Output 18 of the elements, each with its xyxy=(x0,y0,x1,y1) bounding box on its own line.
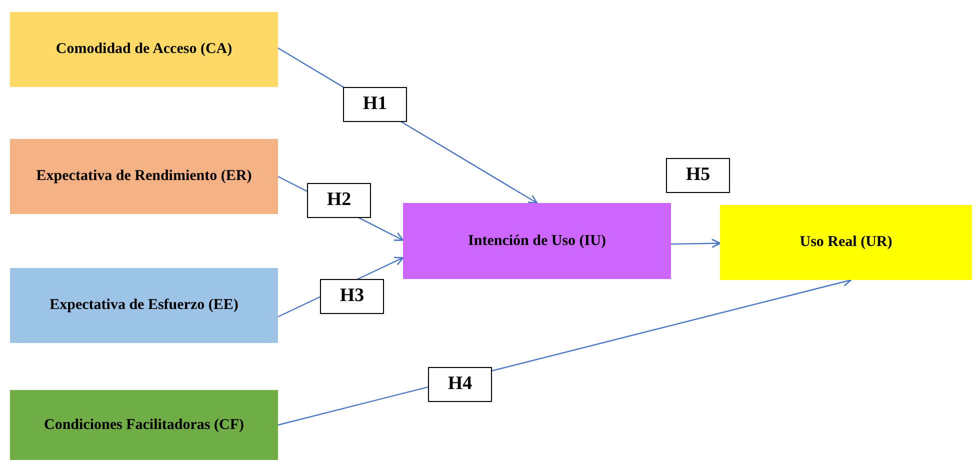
box-text: Expectativa de Esfuerzo (EE) xyxy=(50,296,238,316)
box-text: Comodidad de Acceso (CA) xyxy=(56,40,232,60)
arrow xyxy=(670,238,721,248)
box-text: Intención de Uso (IU) xyxy=(468,232,606,251)
process-box xyxy=(720,205,972,280)
process-box xyxy=(10,268,278,343)
process-box xyxy=(10,12,278,87)
edge-label: H5 xyxy=(666,158,730,193)
process-box xyxy=(10,390,278,460)
process-box xyxy=(403,203,671,279)
box-text: Uso Real (UR) xyxy=(800,233,892,252)
box-text: Expectativa de Rendimiento (ER) xyxy=(36,167,252,186)
box-text: Condiciones Facilitadoras (CF) xyxy=(44,416,244,435)
process-box xyxy=(10,139,278,214)
edge-label: H4 xyxy=(428,367,492,402)
edge-label: H2 xyxy=(307,183,371,218)
edge-label: H1 xyxy=(343,87,407,122)
edge-label: H3 xyxy=(320,279,384,314)
